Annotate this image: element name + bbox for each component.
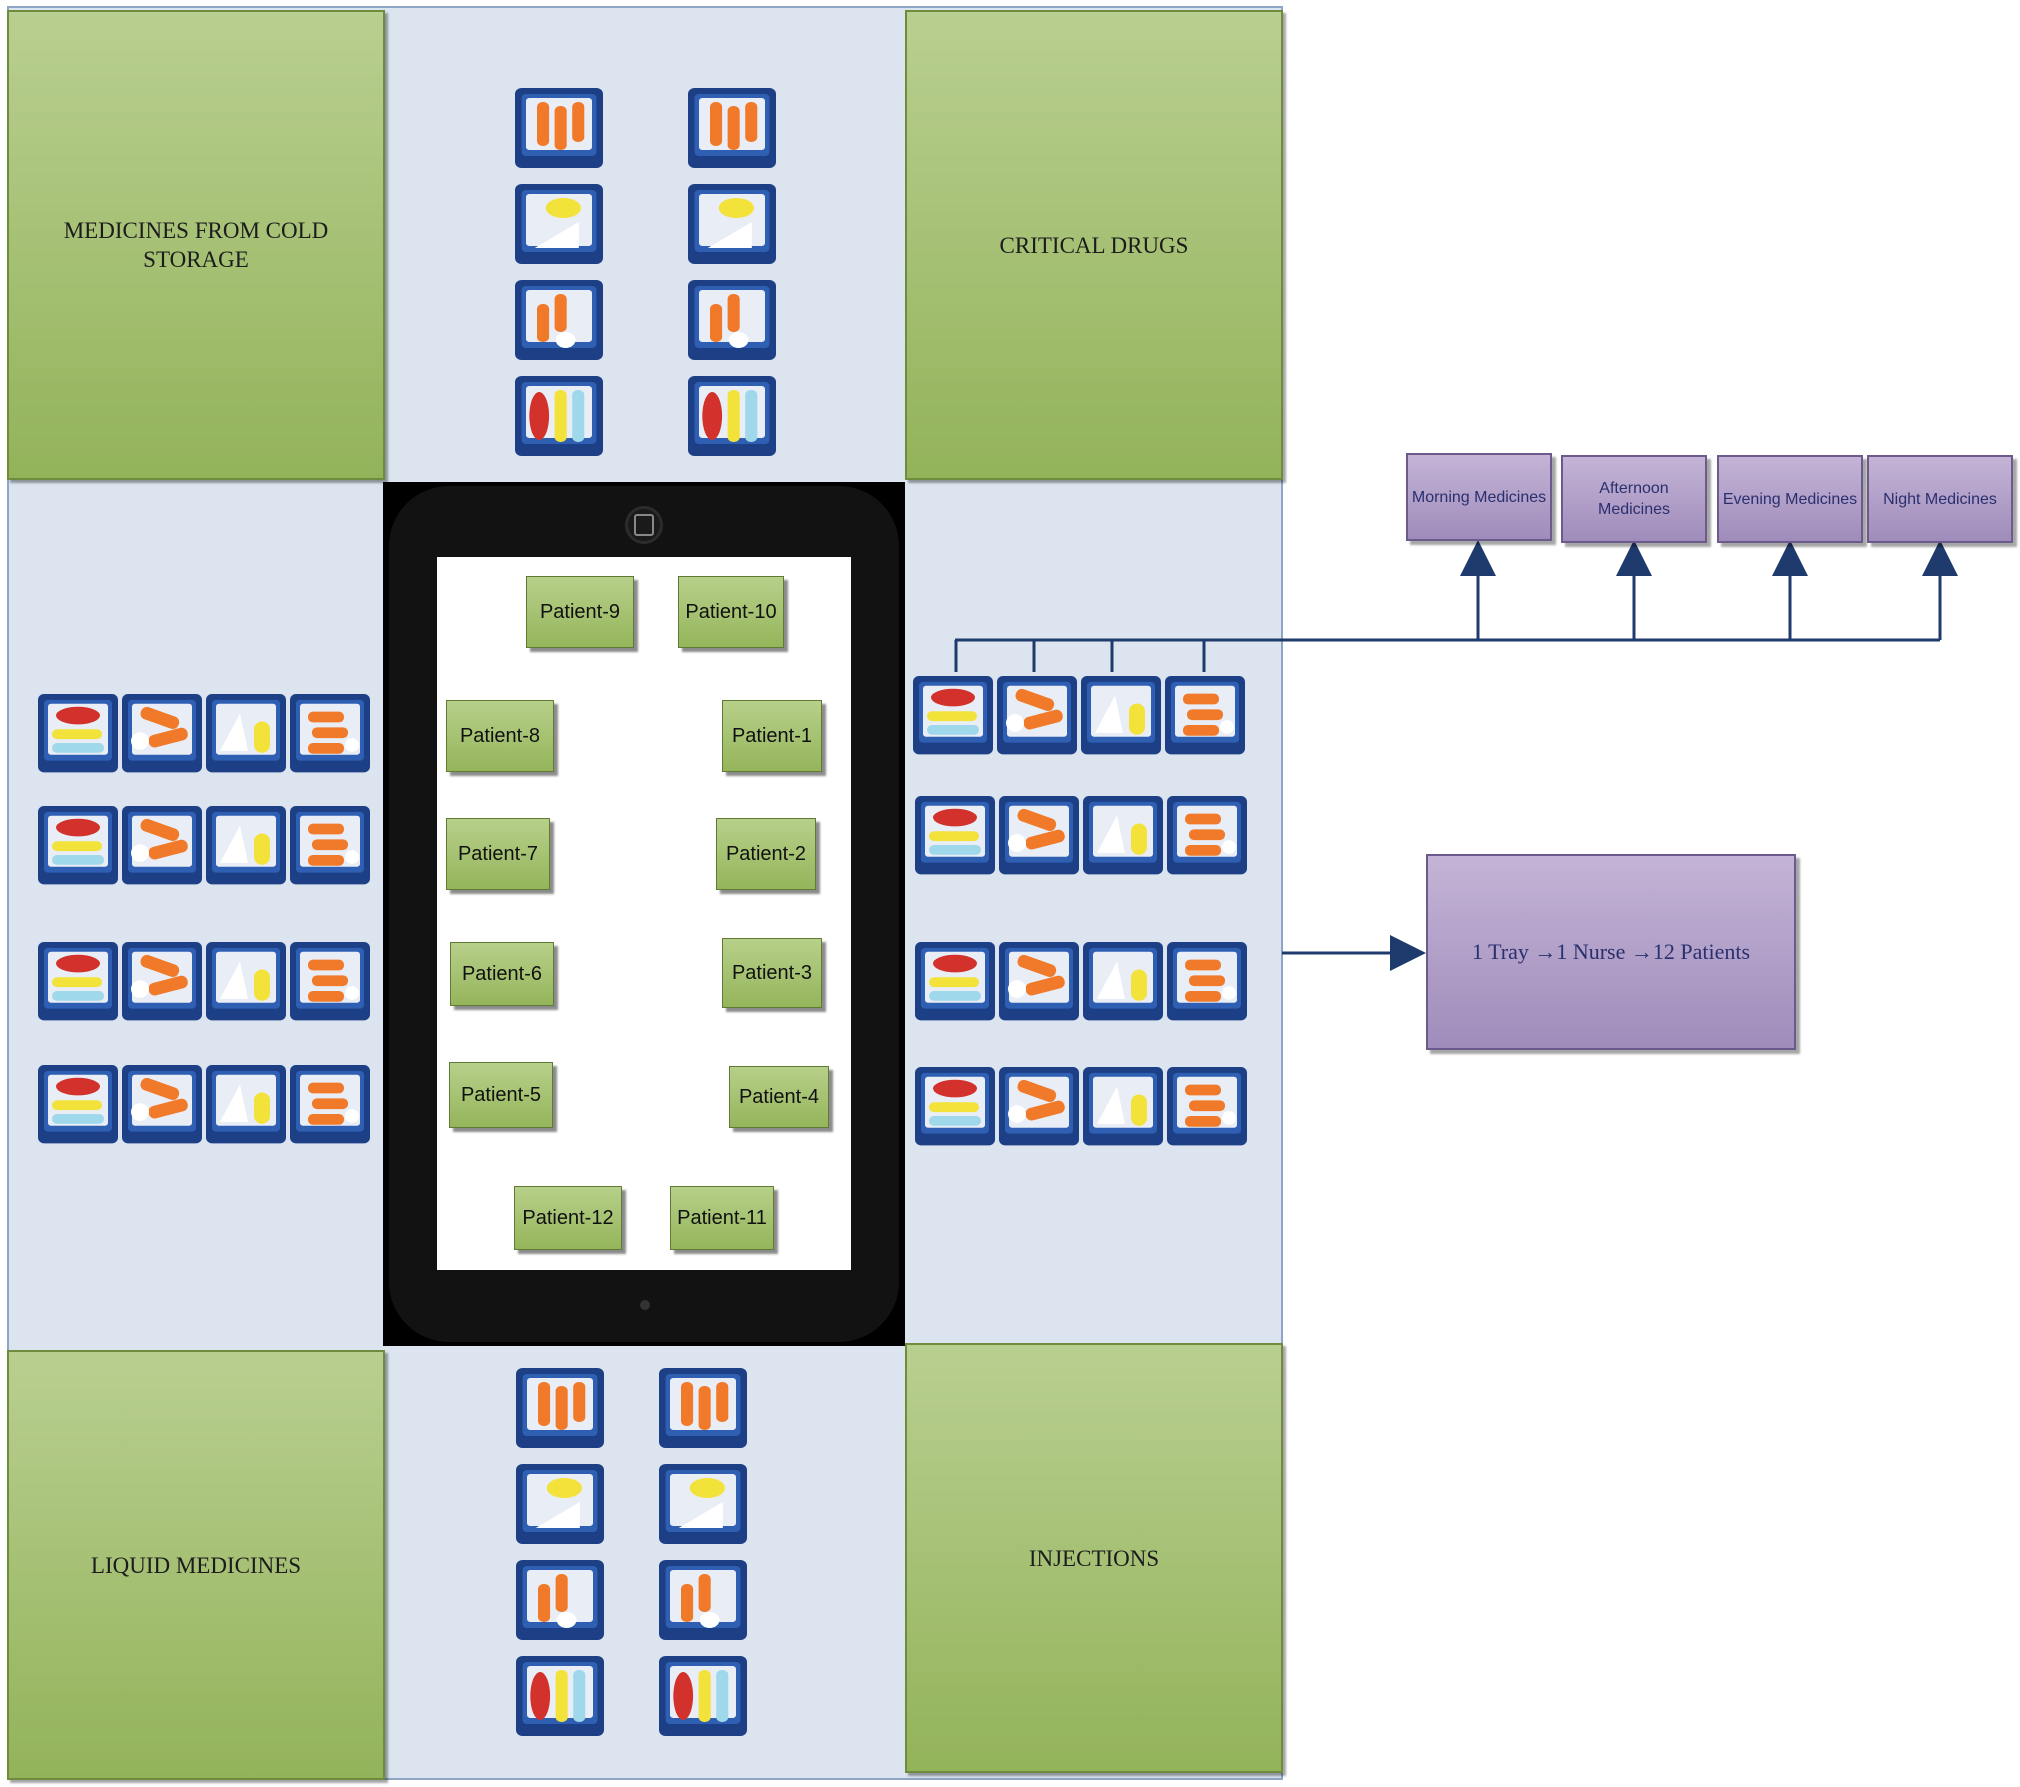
patient-3-box: Patient-3 [722, 938, 822, 1008]
tablet-home-button-icon [625, 506, 663, 544]
patient-11-box: Patient-11 [670, 1186, 774, 1250]
patient-2-box: Patient-2 [716, 818, 816, 890]
liquid-medicines-label: LIQUID MEDICINES [90, 1552, 302, 1578]
afternoon-medicines-box: Afternoon Medicines [1561, 455, 1707, 543]
patient-1-box: Patient-1 [722, 700, 822, 772]
patient-label: Patient-12 [522, 1206, 614, 1229]
patient-label: Patient-11 [677, 1206, 767, 1229]
patient-10-box: Patient-10 [678, 576, 784, 648]
patient-8-box: Patient-8 [446, 700, 554, 772]
summary-label: 1 Tray →1 Nurse →12 Patients [1471, 939, 1751, 964]
morning-medicines-box: Morning Medicines [1406, 453, 1552, 541]
patient-label: Patient-7 [457, 842, 539, 865]
night-medicines-box: Night Medicines [1867, 455, 2013, 543]
patient-12-box: Patient-12 [514, 1186, 622, 1250]
tablet-screen [437, 557, 851, 1270]
patient-label: Patient-5 [460, 1083, 542, 1106]
patient-9-box: Patient-9 [526, 576, 634, 648]
injections-label: INJECTIONS [1028, 1545, 1160, 1571]
critical-drugs-compartment: CRITICAL DRUGS [905, 10, 1283, 480]
patient-label: Patient-6 [461, 962, 543, 985]
patient-5-box: Patient-5 [449, 1062, 553, 1128]
patient-label: Patient-10 [685, 600, 777, 623]
patient-7-box: Patient-7 [446, 818, 550, 890]
cold-storage-compartment: MEDICINES FROM COLD STORAGE [7, 10, 385, 480]
patient-label: Patient-9 [539, 600, 621, 623]
patient-label: Patient-3 [731, 961, 813, 984]
patient-6-box: Patient-6 [450, 942, 554, 1006]
injections-compartment: INJECTIONS [905, 1343, 1283, 1773]
evening-medicines-box: Evening Medicines [1717, 455, 1863, 543]
tablet-camera-icon [640, 1300, 650, 1310]
liquid-medicines-compartment: LIQUID MEDICINES [7, 1350, 385, 1780]
morning-medicines-label: Morning Medicines [1411, 488, 1547, 506]
afternoon-medicines-label: Afternoon Medicines [1597, 480, 1671, 518]
critical-drugs-label: CRITICAL DRUGS [999, 232, 1189, 258]
patient-label: Patient-1 [731, 724, 813, 747]
night-medicines-label: Night Medicines [1883, 490, 1997, 508]
patient-label: Patient-2 [725, 842, 807, 865]
patient-4-box: Patient-4 [729, 1066, 829, 1128]
patient-label: Patient-4 [738, 1085, 820, 1108]
cold-storage-label: MEDICINES FROM COLD STORAGE [63, 218, 329, 272]
evening-medicines-label: Evening Medicines [1722, 490, 1858, 508]
patient-label: Patient-8 [459, 724, 541, 747]
summary-box: 1 Tray →1 Nurse →12 Patients [1426, 854, 1796, 1050]
